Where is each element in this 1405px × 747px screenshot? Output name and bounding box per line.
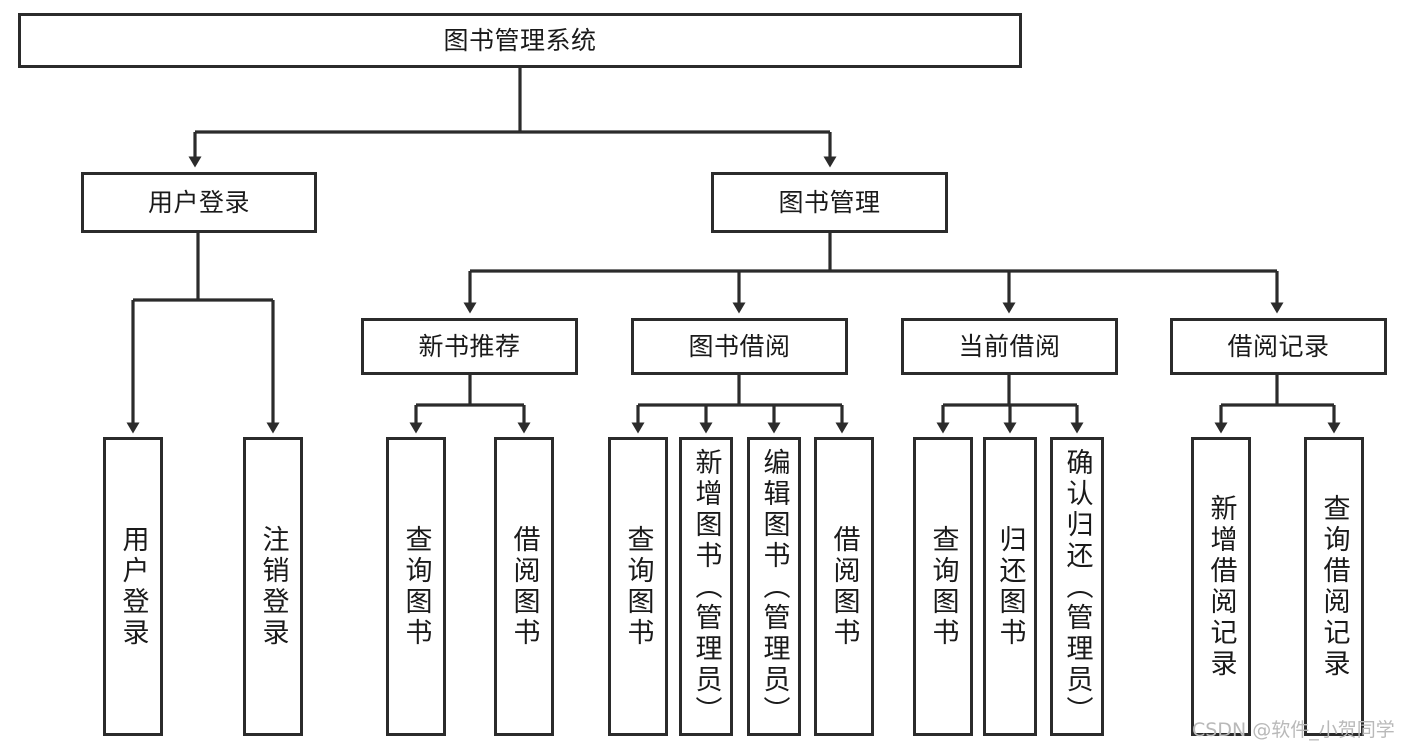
- node-leaf-edit-book-label: 编辑图书（管理员）: [758, 448, 790, 727]
- node-user-login[interactable]: 用户登录: [81, 172, 317, 233]
- node-book-borrow-label: 图书借阅: [688, 332, 791, 361]
- node-borrow-record-label: 借阅记录: [1227, 332, 1330, 361]
- node-leaf-add-record-label: 新增借阅记录: [1205, 493, 1237, 680]
- node-leaf-query-book-3[interactable]: 查询图书: [913, 437, 973, 736]
- node-leaf-query-book-3-label: 查询图书: [927, 524, 959, 649]
- node-leaf-confirm-return[interactable]: 确认归还（管理员）: [1050, 437, 1104, 736]
- node-leaf-borrow-book-2[interactable]: 借阅图书: [814, 437, 874, 736]
- node-leaf-return-book-label: 归还图书: [994, 524, 1026, 649]
- node-leaf-query-book-2-label: 查询图书: [622, 524, 654, 649]
- node-leaf-confirm-return-label: 确认归还（管理员）: [1061, 448, 1093, 727]
- node-leaf-edit-book[interactable]: 编辑图书（管理员）: [747, 437, 801, 736]
- node-root[interactable]: 图书管理系统: [18, 13, 1022, 68]
- node-new-book-recommend[interactable]: 新书推荐: [361, 318, 578, 375]
- node-leaf-add-record[interactable]: 新增借阅记录: [1191, 437, 1251, 736]
- node-user-login-label: 用户登录: [147, 188, 250, 217]
- node-leaf-borrow-book-1-label: 借阅图书: [508, 524, 540, 649]
- node-leaf-query-book-1[interactable]: 查询图书: [386, 437, 446, 736]
- node-current-borrow-label: 当前借阅: [958, 332, 1061, 361]
- node-leaf-borrow-book-1[interactable]: 借阅图书: [494, 437, 554, 736]
- node-leaf-logout[interactable]: 注销登录: [243, 437, 303, 736]
- node-leaf-logout-label: 注销登录: [257, 524, 289, 649]
- node-root-label: 图书管理系统: [443, 26, 597, 55]
- node-leaf-query-record[interactable]: 查询借阅记录: [1304, 437, 1364, 736]
- node-leaf-borrow-book-2-label: 借阅图书: [828, 524, 860, 649]
- node-leaf-add-book-label: 新增图书（管理员）: [690, 448, 722, 727]
- node-leaf-add-book[interactable]: 新增图书（管理员）: [679, 437, 733, 736]
- node-leaf-query-book-1-label: 查询图书: [400, 524, 432, 649]
- node-book-borrow[interactable]: 图书借阅: [631, 318, 848, 375]
- edges: [126, 68, 1341, 434]
- node-current-borrow[interactable]: 当前借阅: [901, 318, 1118, 375]
- node-leaf-user-login-label: 用户登录: [117, 524, 149, 649]
- node-book-manage[interactable]: 图书管理: [711, 172, 948, 233]
- node-new-book-recommend-label: 新书推荐: [418, 332, 521, 361]
- node-leaf-return-book[interactable]: 归还图书: [983, 437, 1037, 736]
- node-borrow-record[interactable]: 借阅记录: [1170, 318, 1387, 375]
- node-leaf-query-record-label: 查询借阅记录: [1318, 493, 1350, 680]
- watermark-text: CSDN @软件_小贺同学: [1192, 719, 1395, 741]
- node-leaf-query-book-2[interactable]: 查询图书: [608, 437, 668, 736]
- node-leaf-user-login[interactable]: 用户登录: [103, 437, 163, 736]
- node-book-manage-label: 图书管理: [778, 188, 881, 217]
